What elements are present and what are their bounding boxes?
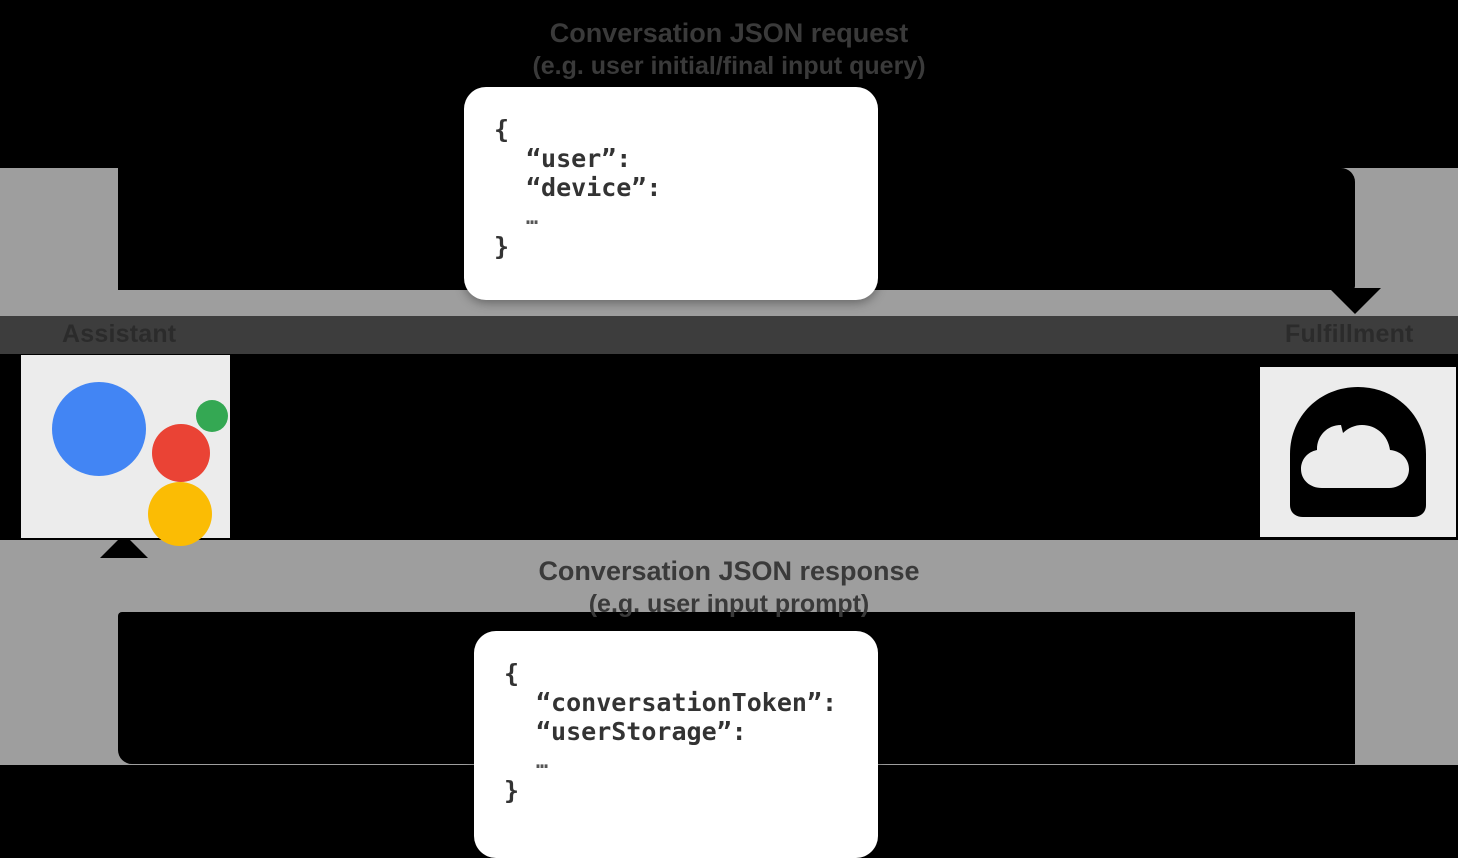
response-caption-sub: (e.g. user input prompt) — [588, 590, 870, 618]
json-line: { — [494, 115, 510, 144]
node-fulfillment[interactable] — [1260, 367, 1456, 537]
node-label-assistant: Assistant — [62, 320, 177, 348]
request-flow-caption: Conversation JSON request (e.g. user ini… — [0, 16, 1458, 83]
json-line: “conversationToken”: — [536, 688, 838, 717]
node-assistant[interactable] — [21, 355, 230, 546]
json-line: } — [504, 776, 520, 805]
request-caption-sub: (e.g. user initial/final input query) — [532, 52, 926, 80]
assistant-dot-red-icon — [151, 424, 210, 482]
conversation-request-json-card: { “user”: “device”: … } — [464, 87, 878, 300]
request-caption-main: Conversation JSON request — [549, 18, 909, 48]
json-line: } — [494, 232, 510, 261]
center-panel — [0, 354, 1458, 540]
conversation-response-json-card: { “conversationToken”: “userStorage”: … … — [474, 631, 878, 858]
request-arrow-head-icon — [1329, 288, 1381, 314]
json-line: “user”: — [526, 144, 632, 173]
node-label-fulfillment: Fulfillment — [1285, 320, 1414, 348]
json-line: … — [536, 749, 549, 773]
json-line: “device”: — [526, 173, 662, 202]
json-line: { — [504, 659, 520, 688]
response-flow-caption: Conversation JSON response (e.g. user in… — [0, 554, 1458, 621]
assistant-dot-yellow-icon — [147, 482, 212, 546]
assistant-dot-blue-icon — [51, 382, 146, 476]
json-line: … — [526, 205, 539, 229]
cloud-icon — [1290, 387, 1426, 517]
json-line: “userStorage”: — [536, 717, 747, 746]
node-rail — [0, 316, 1458, 354]
assistant-dot-green-icon — [195, 400, 228, 432]
google-assistant-dots-icon — [36, 364, 228, 546]
response-caption-main: Conversation JSON response — [538, 556, 920, 586]
